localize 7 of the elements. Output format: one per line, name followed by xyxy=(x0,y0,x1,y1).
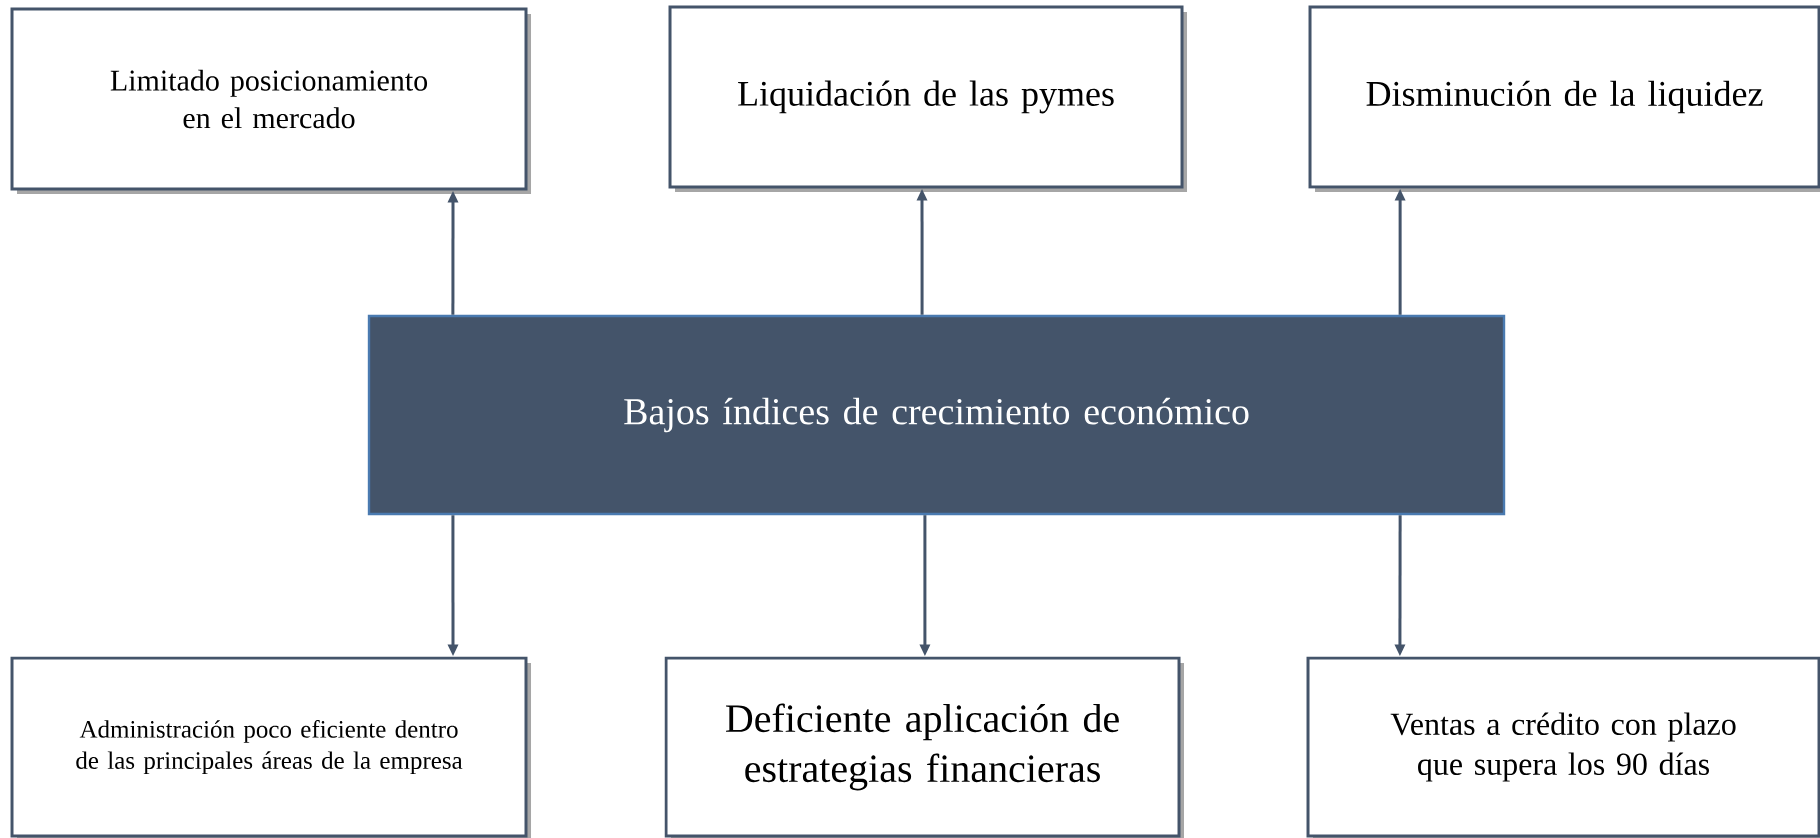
cause-box: Administración poco eficiente dentro de las principales áreas de la empresa xyxy=(10,656,531,838)
effect-box: Disminución de la liquidez xyxy=(1308,5,1820,192)
effect-box: Liquidación de las pymes xyxy=(668,5,1187,192)
cause-box: Deficiente aplicación de estrategias financieras xyxy=(664,656,1184,838)
problem-box: Bajos índices de crecimiento económico xyxy=(367,314,1506,516)
effect-box: Limitado posicionamiento en el mercado xyxy=(10,7,531,194)
cause-box: Ventas a crédito con plazo que supera los 90 días xyxy=(1306,656,1820,838)
